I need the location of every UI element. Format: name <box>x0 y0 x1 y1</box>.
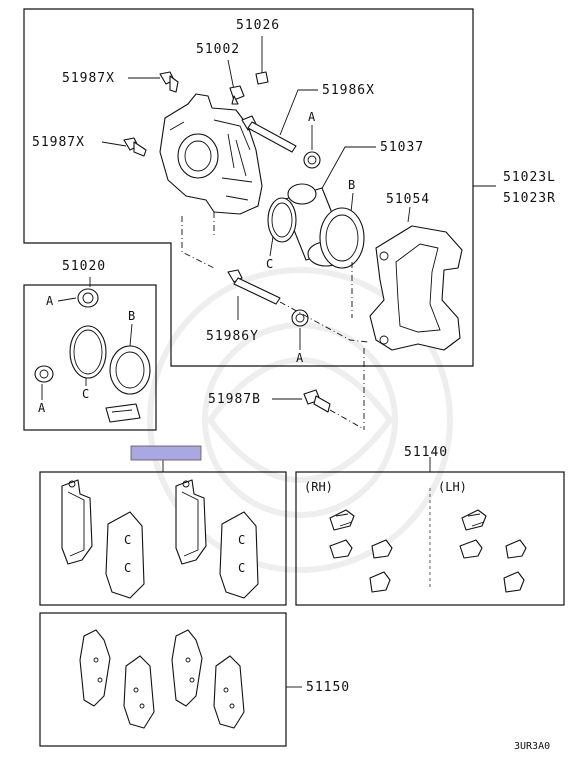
bolt-51987x-mid <box>123 137 147 157</box>
leader-51987x-mid <box>101 141 127 147</box>
caliper-body <box>159 93 263 215</box>
callout-a-mid: A <box>296 351 304 365</box>
callout-a-kit-top: A <box>46 294 54 308</box>
shim-3 <box>171 629 203 707</box>
label-51026: 51026 <box>236 18 280 33</box>
bolt-51987x-top <box>159 71 179 93</box>
shim-1 <box>79 629 111 707</box>
leader-51054 <box>407 206 411 223</box>
callout-a-top: A <box>308 110 316 124</box>
kit-piston-boot-b <box>109 345 151 395</box>
label-51987x-mid: 51987X <box>32 135 85 150</box>
bolt-51987b <box>303 389 331 413</box>
callout-a-kit-bottom: A <box>38 401 46 415</box>
leader-51986x <box>279 89 318 136</box>
clip-lh-3 <box>505 539 527 559</box>
caliper-assembly-frame <box>23 8 474 367</box>
kit-boot-a-top <box>77 288 99 308</box>
clip-lh-4 <box>503 571 525 593</box>
label-51986y: 51986Y <box>206 329 259 344</box>
svg-text:C: C <box>124 561 131 575</box>
clip-rh-4 <box>369 571 391 593</box>
label-51023l: 51023L <box>503 170 556 185</box>
piston-seal-c <box>267 197 297 243</box>
kit-boot-a-bottom <box>34 365 54 383</box>
svg-text:C: C <box>238 533 245 547</box>
callout-b-kit: B <box>128 309 135 323</box>
leader-51037 <box>319 146 376 193</box>
guide-pin-51986y <box>227 269 281 305</box>
label-51987x-top: 51987X <box>62 71 115 86</box>
brake-pad-2: C C <box>105 511 145 599</box>
clip-rh-2 <box>329 539 353 559</box>
svg-text:C: C <box>124 533 131 547</box>
label-rh: (RH) <box>304 480 333 494</box>
label-51037: 51037 <box>380 140 424 155</box>
svg-text:C: C <box>238 561 245 575</box>
assembly-line-6 <box>329 409 363 429</box>
clip-rh-1 <box>329 509 355 531</box>
pad-set-label-highlight <box>130 445 202 461</box>
kit-piston-seal-c <box>69 325 107 379</box>
diagram-code: 3UR3A0 <box>514 741 550 752</box>
callout-c-top: C <box>266 257 273 271</box>
assembly-line-1 <box>181 216 215 269</box>
shim-2 <box>123 655 155 729</box>
clip-lh-2 <box>459 539 483 559</box>
label-51002: 51002 <box>196 42 240 57</box>
bleeder-51002 <box>229 85 245 105</box>
label-51140: 51140 <box>404 445 448 460</box>
label-51023r: 51023R <box>503 191 556 206</box>
label-51020: 51020 <box>62 259 106 274</box>
callout-b-top: B <box>348 178 355 192</box>
boot-a-top <box>303 151 321 169</box>
brake-pad-1 <box>61 479 93 565</box>
label-lh: (LH) <box>438 480 467 494</box>
label-51986x: 51986X <box>322 83 375 98</box>
label-51054: 51054 <box>386 192 430 207</box>
boot-a-mid <box>291 309 309 327</box>
label-51987b: 51987B <box>208 392 261 407</box>
shim-4 <box>213 655 245 729</box>
guide-pin-51986x <box>241 115 297 153</box>
assembly-line-3 <box>279 301 369 343</box>
leader-51002 <box>227 59 235 91</box>
clip-rh-3 <box>371 539 393 559</box>
callout-c-kit: C <box>82 387 89 401</box>
support-bracket-51054 <box>369 225 463 351</box>
kit-grease-pack <box>105 403 141 423</box>
cap-51026 <box>255 71 269 85</box>
label-51150: 51150 <box>306 680 350 695</box>
clip-lh-1 <box>461 509 487 531</box>
brake-pad-3 <box>175 479 207 565</box>
piston-boot-b <box>319 207 365 269</box>
shim-kit-frame <box>39 612 287 747</box>
brake-pad-4: C C <box>219 511 259 599</box>
